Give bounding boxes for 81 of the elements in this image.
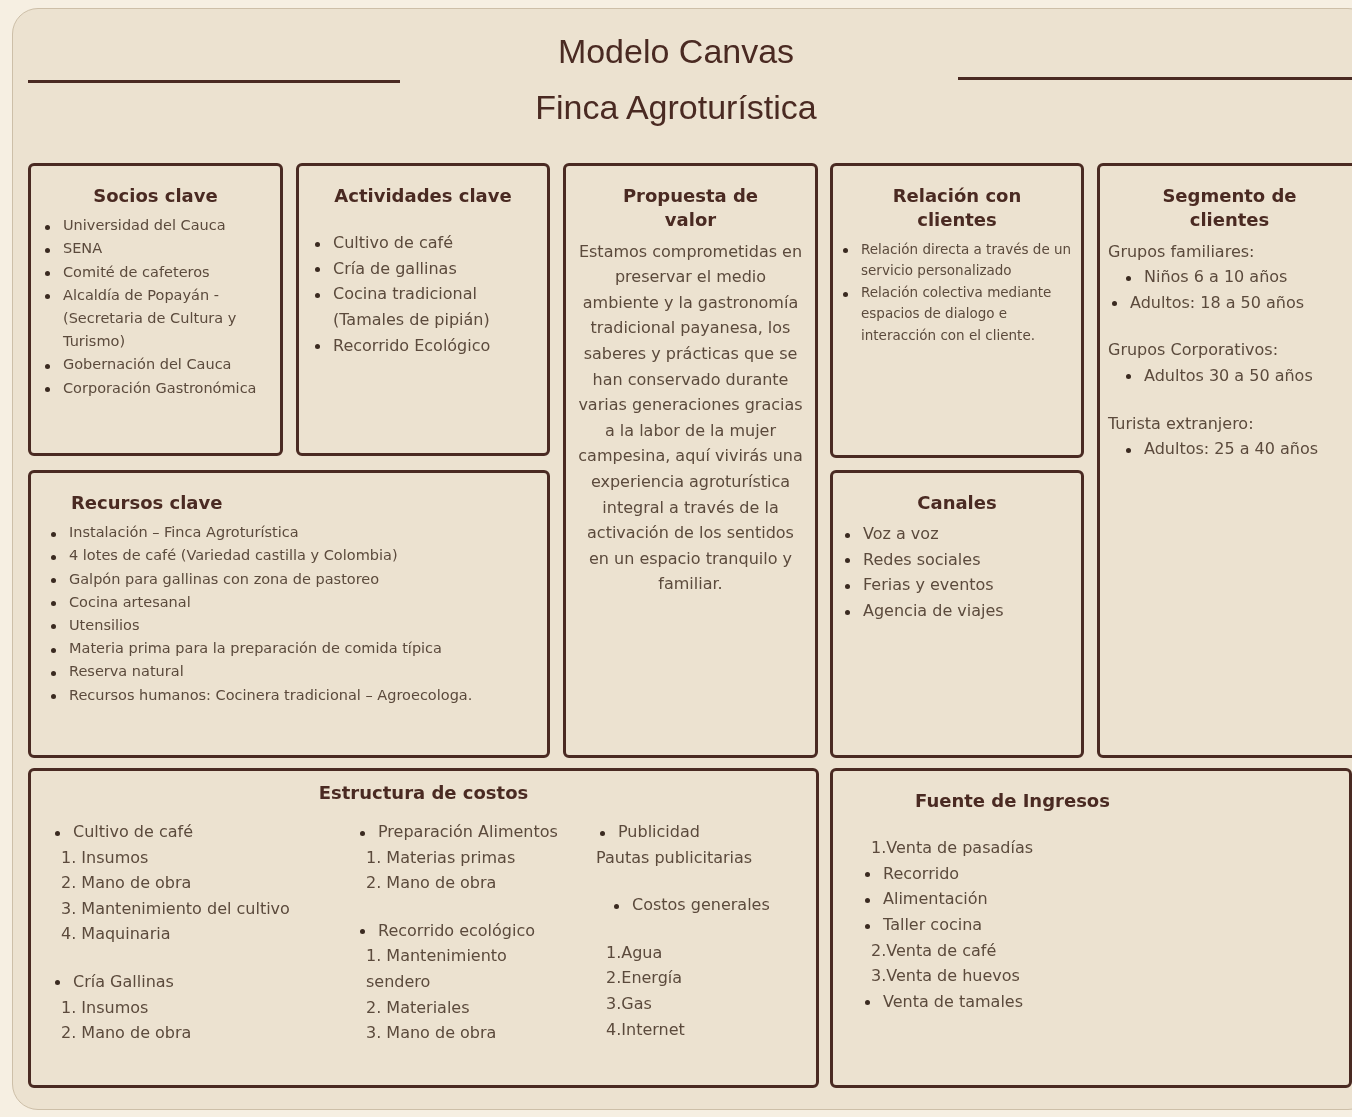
canvas-block [28, 470, 550, 758]
list-item: Cría de gallinas [311, 255, 457, 282]
list-item: 3. Mantenimiento del cultivo [60, 897, 290, 920]
list-item: Recorrido [861, 860, 960, 887]
list-item: Universidad del Cauca [41, 214, 226, 238]
list-item: 1.Agua [605, 941, 663, 964]
list-item: 4 lotes de café (Variedad castilla y Colombia) [47, 544, 398, 568]
list-item: Galpón para gallinas con zona de pastoreo [47, 567, 380, 591]
list-item: Niños 6 a 10 años [1122, 264, 1288, 290]
list-item: 4. Maquinaria [60, 923, 171, 946]
list-item: 2. Materiales [365, 996, 470, 1019]
list-item: 1.Venta de pasadías [870, 837, 1034, 860]
list-item: Adultos: 25 a 40 años [1122, 436, 1319, 462]
subtitle: Finca Agroturística [534, 88, 818, 127]
canvas-block [830, 470, 1084, 758]
list-item: Taller cocina [861, 912, 983, 938]
block-heading: Estructura de costos [318, 781, 529, 805]
canvas-block [296, 163, 550, 456]
list-item: Cocina artesanal [47, 590, 191, 615]
list-item: Costos generales [610, 892, 770, 918]
canvas-block [28, 768, 819, 1088]
list-item: Cría Gallinas [51, 968, 174, 995]
list-item: 4.Internet [605, 1018, 685, 1041]
group-label: Grupos Corporativos: [1108, 339, 1279, 362]
list-item: Adultos 30 a 50 años [1122, 362, 1313, 389]
list-item: 1. Insumos [60, 846, 149, 869]
list-item: 2. Mano de obra [60, 1022, 192, 1045]
list-item: Ferias y eventos [841, 572, 994, 599]
block-heading: Segmento de clientes [1161, 184, 1298, 233]
block-heading: Canales [917, 491, 997, 515]
list-item: Relación directa a través de un servicio personalizado [839, 238, 1079, 282]
canvas-block [830, 768, 1352, 1088]
block-heading: Fuente de Ingresos [915, 789, 1110, 813]
title: Modelo Canvas [556, 32, 796, 71]
list-item: 1. Materias primas [365, 846, 516, 869]
value-proposition-text: Estamos comprometidas en preservar el medio ambiente y la gastronomía tradicional payanesa, los saberes y prácticas que se han conservado durante varias generaciones gracias a la labor de la mujer campesina, aquí vivirás una experiencia agroturística integral a través de la activación de los sentidos en un espacio tranquilo y familiar. [577, 240, 804, 596]
list-item: Comité de cafeteros [41, 260, 210, 284]
list-item: 3.Venta de huevos [870, 965, 1020, 988]
list-item: Alimentación [861, 886, 988, 913]
list-item: Preparación Alimentos [356, 819, 558, 845]
block-heading: Relación con clientes [891, 184, 1023, 233]
group-label: Pautas publicitarias [596, 846, 753, 869]
list-item: Instalación – Finca Agroturística [47, 521, 299, 545]
list-item: 1. Mantenimiento sendero [365, 945, 508, 993]
block-heading: Actividades clave [334, 184, 512, 208]
list-item: Cultivo de café [51, 819, 193, 845]
list-item: SENA [41, 237, 103, 261]
list-item: Agencia de viajes [841, 598, 1004, 624]
canvas-block [1097, 163, 1352, 758]
list-item: Cultivo de café [311, 230, 453, 256]
list-item: Utensilios [47, 614, 140, 638]
list-item: Recursos humanos: Cocinera tradicional – Agroecologa. [47, 683, 473, 707]
list-item: 3. Mano de obra [365, 1022, 497, 1045]
list-item: Reserva natural [47, 660, 184, 684]
canvas-block [28, 163, 283, 456]
group-label: Turista extranjero: [1108, 412, 1254, 435]
group-label: Grupos familiares: [1108, 240, 1255, 263]
block-heading: Recursos clave [71, 491, 223, 515]
list-item: 1. Insumos [60, 996, 149, 1019]
list-item: Recorrido Ecológico [311, 332, 491, 359]
list-item: 3.Gas [605, 992, 652, 1015]
list-item: Corporación Gastronómica [41, 376, 257, 400]
block-heading: Socios clave [93, 184, 218, 208]
list-item: Gobernación del Cauca [41, 353, 232, 377]
list-item: 2. Mano de obra [365, 872, 497, 895]
list-item: Relación colectiva mediante espacios de dialogo e interacción con el cliente. [839, 281, 1079, 347]
canvas-block [830, 163, 1084, 458]
list-item: Cocina tradicional (Tamales de pipián) [311, 281, 547, 333]
list-item: Voz a voz [841, 521, 939, 547]
list-item: Materia prima para la preparación de comida típica [47, 637, 442, 661]
block-heading: Propuesta de valor [621, 184, 760, 233]
list-item: Alcaldía de Popayán - (Secretaria de Cultura y Turismo) [41, 283, 280, 354]
list-item: Publicidad [596, 819, 700, 845]
list-item: Venta de tamales [861, 988, 1024, 1015]
canvas-block [563, 163, 818, 758]
list-item: 2.Energía [605, 967, 683, 990]
list-item: 2.Venta de café [870, 939, 997, 962]
list-item: Adultos: 18 a 50 años [1108, 289, 1305, 316]
list-item: 2. Mano de obra [60, 872, 192, 895]
list-item: Redes sociales [841, 546, 981, 573]
list-item: Recorrido ecológico [356, 917, 536, 944]
